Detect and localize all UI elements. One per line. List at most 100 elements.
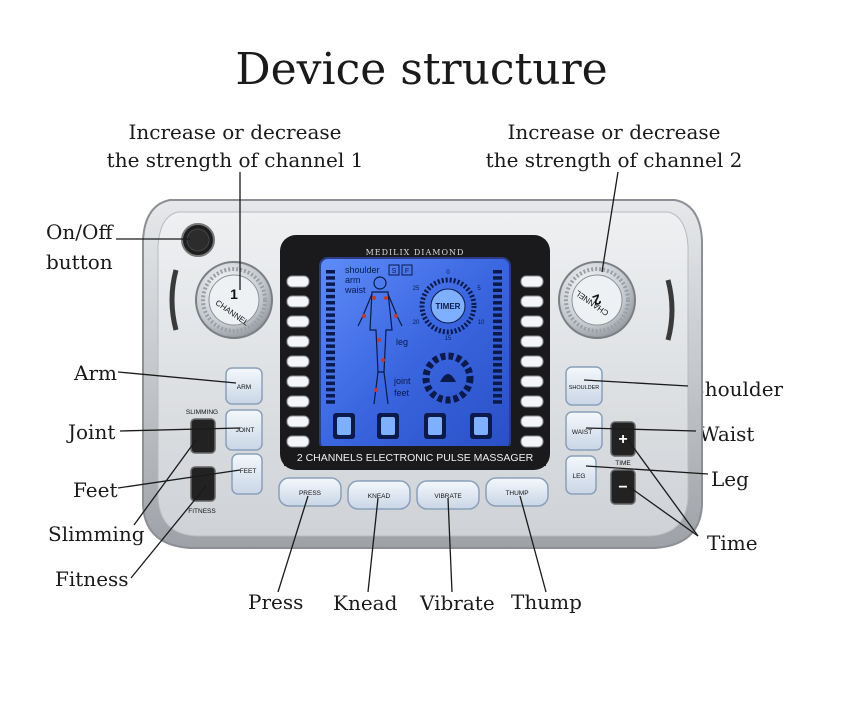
level-bar-segment [493,288,502,293]
device-name-text: 2 CHANNELS ELECTRONIC PULSE MASSAGER [297,452,534,464]
level-bar-segment [493,344,502,348]
leader-arm [117,371,237,384]
label-arm: Arm [74,361,117,385]
timer-dial-ticks [419,277,477,335]
right-slot [520,315,544,328]
channel1-knob[interactable]: 1 CHANNEL [195,261,273,339]
dial-num-0: 0 [446,270,450,276]
label-leg: Leg [711,467,749,491]
label-channel1-line2: the strength of channel 1 [106,148,364,172]
leader-knead [367,497,379,593]
time-plus-button[interactable] [610,421,636,457]
leader-slimming [133,439,197,526]
lcd-part-feet: feet [394,388,410,398]
level-bar-segment [326,344,335,348]
level-bar-segment [493,394,502,398]
lcd-part-joint: joint [393,376,411,386]
level-bar-segment [493,325,502,330]
label-joint: Joint [68,420,116,444]
shoulder-button-label: SHOULDER [569,385,600,391]
level-bar-segment [493,363,502,367]
lcd-part-leg: leg [396,337,408,347]
level-bar-segment [493,387,502,392]
level-bar-segment [326,313,335,317]
label-knead: Knead [333,591,398,615]
level-bar-segment [493,319,502,324]
level-bar-segment [326,325,335,330]
vibrate-button-label: VIBRATE [434,493,462,500]
press-button[interactable]: PRESS [278,477,342,507]
leg-button[interactable]: LEG [565,455,597,495]
leader-time-minus [627,485,699,537]
dial-num-15: 15 [445,336,452,342]
right-slot [520,355,544,368]
lcd-part-arm: arm [345,275,361,285]
lcd-badge-s-box [388,264,400,276]
leader-lines [116,171,709,593]
arm-button[interactable]: ARM [225,367,263,405]
minus-icon: − [618,479,627,496]
fitness-button[interactable] [190,466,216,502]
press-button-label: PRESS [299,490,322,497]
level-bar-segment [493,307,502,311]
dial-num-25: 25 [413,286,420,292]
label-channel1: Increase or decrease the strength of cha… [95,120,375,172]
label-feet: Feet [73,478,118,502]
knead-button[interactable]: KNEAD [347,480,411,510]
power-icon [186,228,210,252]
shoulder-button[interactable]: SHOULDER [565,366,603,406]
dial-num-5: 5 [477,286,481,292]
right-slot [520,335,544,348]
feet-button-label: FEET [240,468,257,475]
left-slot [286,295,310,308]
channel2-knob[interactable]: 2 CHANNEL [558,261,636,339]
leader-channel2 [601,171,619,273]
thump-button-label: THUMP [505,490,528,497]
level-bar-segment [326,356,335,361]
left-slot [286,415,310,428]
channel1-number: 1 [230,286,238,302]
level-bar-segment [493,369,502,373]
level-bar-segment [326,363,335,367]
level-bar-segment [493,381,502,386]
label-slimming: Slimming [48,522,145,546]
level-bar-segment [326,381,335,386]
timer-label: TIMER [436,302,461,311]
level-bar-segment [326,288,335,293]
fitness-device-label: FITNESS [188,508,216,515]
level-bar-segment [493,282,502,286]
lcd-badge-f-box [401,264,413,276]
leader-waist [585,427,697,432]
time-device-label: TIME [615,460,631,467]
time-minus-button[interactable] [610,469,636,505]
label-press: Press [248,590,304,614]
right-slot [520,435,544,448]
slimming-button[interactable] [190,418,216,454]
level-bar-segment [493,313,502,317]
left-grip-mark [169,269,179,331]
level-bar-segment [326,387,335,392]
level-bar-segment [493,400,502,404]
right-slot [520,295,544,308]
right-slot [520,275,544,288]
thump-button[interactable]: THUMP [485,477,549,507]
feet-button[interactable]: FEET [231,453,263,495]
label-channel2-line1: Increase or decrease [507,120,721,144]
vibrate-button[interactable]: VIBRATE [416,480,480,510]
joint-button-label: JOINT [236,427,255,434]
left-slot [286,435,310,448]
level-bar-segment [493,338,502,342]
level-bar-segment [326,394,335,398]
leader-joint [119,427,241,432]
level-bar-segment [326,307,335,311]
label-fitness: Fitness [55,567,129,591]
label-thump: Thump [511,590,582,614]
level-bar-segment [493,375,502,379]
joint-button[interactable]: JOINT [225,409,263,451]
right-slot-column [520,275,544,448]
level-bar-segment [493,276,502,280]
right-slot [520,395,544,408]
waist-button[interactable]: WAIST [565,411,603,451]
leader-leg [585,465,709,475]
level-bar-segment [493,270,502,274]
